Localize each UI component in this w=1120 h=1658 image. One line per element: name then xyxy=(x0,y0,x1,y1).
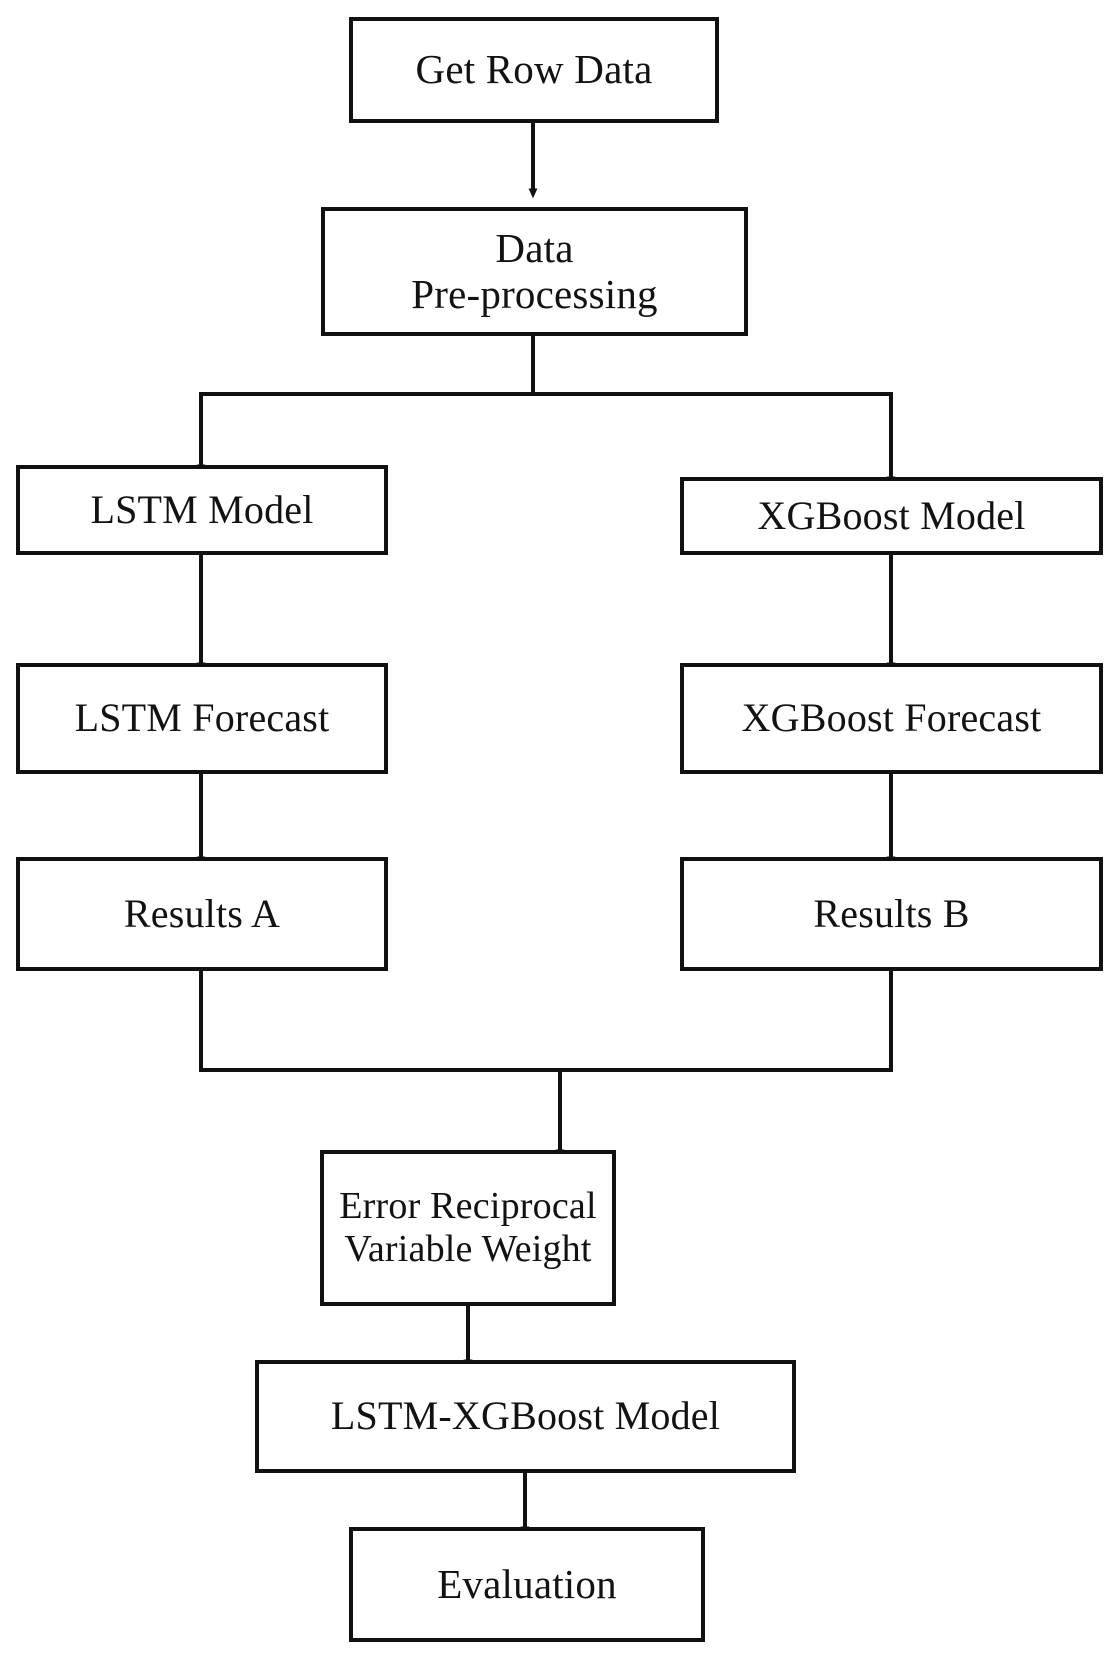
node-evaluation[interactable]: Evaluation xyxy=(349,1527,705,1642)
node-label-line1-weighting: Error Reciprocal xyxy=(339,1185,597,1228)
node-lstm-model[interactable]: LSTM Model xyxy=(16,465,388,555)
node-label-weighting: Error Reciprocal Variable Weight xyxy=(324,1185,612,1270)
node-label-evaluation: Evaluation xyxy=(437,1560,617,1607)
node-results-b[interactable]: Results B xyxy=(680,857,1103,971)
node-label-xgboost-forecast: XGBoost Forecast xyxy=(741,695,1042,741)
node-xgboost-model[interactable]: XGBoost Model xyxy=(680,477,1103,555)
node-xgboost-forecast[interactable]: XGBoost Forecast xyxy=(680,663,1103,774)
node-error-reciprocal-variable-weight[interactable]: Error Reciprocal Variable Weight xyxy=(320,1150,616,1306)
node-label-results-a: Results A xyxy=(123,890,281,936)
node-lstm-xgboost-model[interactable]: LSTM-XGBoost Model xyxy=(255,1360,796,1473)
node-get-row-data[interactable]: Get Row Data xyxy=(349,17,719,123)
node-results-a[interactable]: Results A xyxy=(16,857,388,971)
node-lstm-forecast[interactable]: LSTM Forecast xyxy=(16,663,388,774)
edge-preprocessing-split xyxy=(196,335,896,487)
node-label-lstm-forecast: LSTM Forecast xyxy=(74,695,330,741)
edge-results-merge-to-weighting xyxy=(199,970,893,1160)
node-label-results-b: Results B xyxy=(813,890,970,936)
node-label-get-row-data: Get Row Data xyxy=(415,46,653,93)
node-label-data-preprocessing: Data Pre-processing xyxy=(325,224,744,318)
node-label-xgboost-model: XGBoost Model xyxy=(757,492,1026,538)
node-label-line1-preprocessing: Data xyxy=(495,224,574,271)
node-label-lstm-xgboost-model: LSTM-XGBoost Model xyxy=(330,1393,721,1439)
node-data-preprocessing[interactable]: Data Pre-processing xyxy=(321,207,748,336)
node-label-line2-preprocessing: Pre-processing xyxy=(411,270,658,317)
node-label-line2-weighting: Variable Weight xyxy=(344,1228,592,1270)
node-label-lstm-model: LSTM Model xyxy=(90,486,314,532)
